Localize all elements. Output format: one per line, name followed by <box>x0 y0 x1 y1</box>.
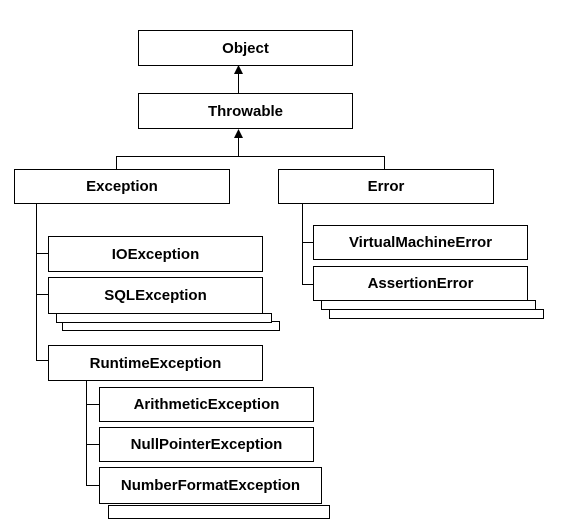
node-throwable: Throwable <box>138 93 353 129</box>
node-null-pointer-exception: NullPointerException <box>99 427 314 462</box>
connector-to-arithmetic-exception <box>86 404 100 405</box>
number-format-exception-stack-back <box>108 505 330 519</box>
node-error: Error <box>278 169 494 204</box>
node-object: Object <box>138 30 353 66</box>
node-arithmetic-exception: ArithmeticException <box>99 387 314 422</box>
connector-to-io-exception <box>36 253 49 254</box>
node-assertion-error: AssertionError <box>313 266 528 301</box>
node-sql-exception: SQLException <box>48 277 263 314</box>
connector-to-number-format-exception <box>86 485 100 486</box>
connector-to-error <box>384 156 385 170</box>
connector-to-sql-exception <box>36 294 49 295</box>
connector-object-throwable <box>238 70 239 94</box>
connector-to-exception <box>116 156 117 170</box>
connector-to-null-pointer-exception <box>86 444 100 445</box>
assertion-error-stack-back <box>329 309 544 319</box>
connector-error-trunk <box>302 203 303 285</box>
sql-exception-stack-mid <box>56 313 272 323</box>
connector-to-virtual-machine-error <box>302 242 314 243</box>
connector-runtime-trunk <box>86 380 87 485</box>
node-io-exception: IOException <box>48 236 263 272</box>
assertion-error-stack-mid <box>321 300 536 310</box>
node-virtual-machine-error: VirtualMachineError <box>313 225 528 260</box>
arrowhead-to-object <box>234 65 243 74</box>
connector-branch-horizontal <box>116 156 384 157</box>
connector-throwable-down <box>238 135 239 157</box>
arrowhead-to-throwable <box>234 129 243 138</box>
node-runtime-exception: RuntimeException <box>48 345 263 381</box>
node-number-format-exception: NumberFormatException <box>99 467 322 504</box>
connector-exception-trunk <box>36 203 37 360</box>
connector-to-assertion-error <box>302 284 314 285</box>
connector-to-runtime-exception <box>36 360 49 361</box>
node-exception: Exception <box>14 169 230 204</box>
